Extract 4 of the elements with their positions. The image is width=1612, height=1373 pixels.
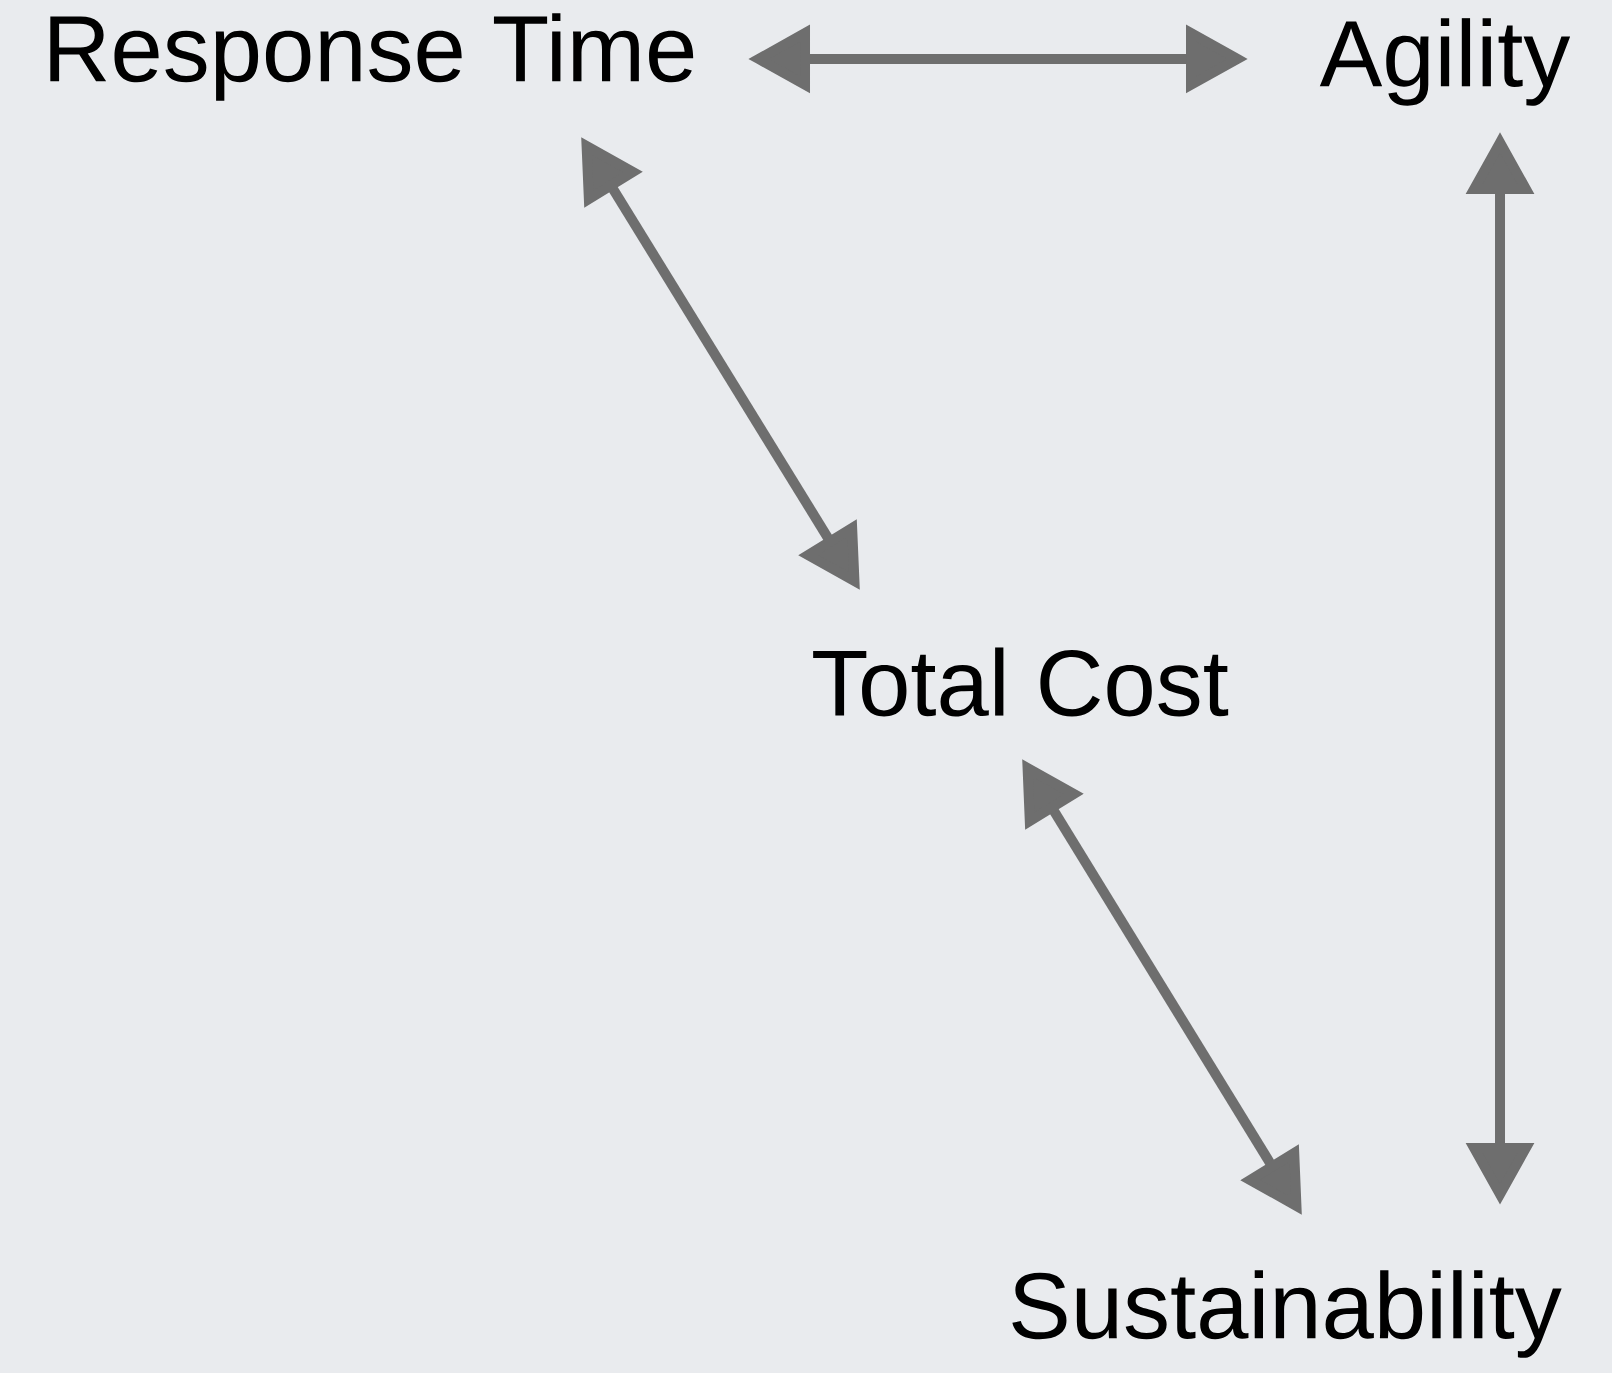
- term-label: Response Time: [50, 13, 694, 101]
- term-label: Sustainability: [1012, 1270, 1562, 1358]
- term-label: Total Cost: [813, 647, 1229, 717]
- term-label: Agility: [1319, 18, 1571, 106]
